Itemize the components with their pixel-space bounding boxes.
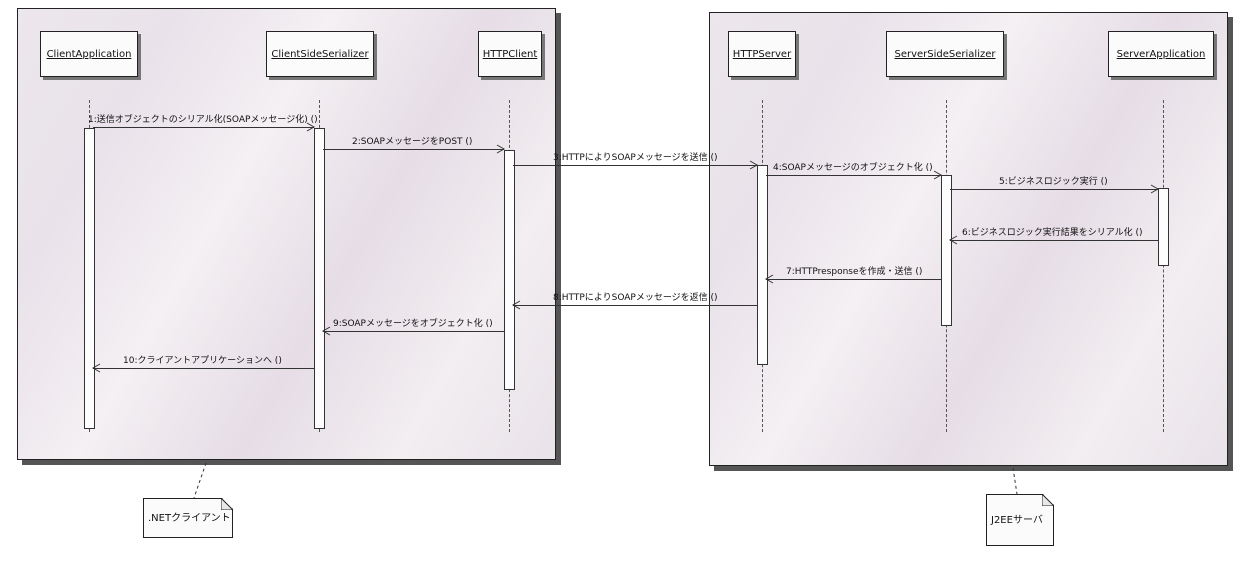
lifeline-server-application bbox=[1163, 100, 1164, 432]
object-http-server: HTTPServer bbox=[728, 31, 796, 77]
note-connector-server bbox=[1012, 467, 1018, 495]
activation-server-application bbox=[1158, 188, 1169, 266]
note-server-fold bbox=[1042, 494, 1054, 506]
activation-server-side-serializer bbox=[941, 175, 952, 326]
message-7-label: 7:HTTPresponseを作成・送信 () bbox=[786, 267, 923, 277]
message-5-line bbox=[950, 189, 1158, 190]
object-server-side-serializer: ServerSideSerializer bbox=[886, 31, 1004, 77]
note-client-text: .NETクライアント bbox=[148, 513, 231, 524]
note-client: .NETクライアント bbox=[143, 498, 233, 538]
arrowhead-2 bbox=[496, 144, 506, 154]
activation-client-application bbox=[84, 128, 95, 429]
message-7-line bbox=[766, 279, 941, 280]
arrowhead-7 bbox=[764, 274, 774, 284]
message-10-line bbox=[93, 368, 314, 369]
server-frame bbox=[709, 12, 1228, 466]
message-4-line bbox=[766, 175, 941, 176]
arrowhead-4 bbox=[933, 170, 943, 180]
message-1-label: 1:送信オブジェクトのシリアル化(SOAPメッセージ化) () bbox=[88, 115, 318, 125]
arrowhead-10 bbox=[91, 363, 101, 373]
client-frame bbox=[17, 8, 556, 460]
note-connector-client bbox=[193, 462, 207, 499]
message-1-line bbox=[93, 127, 314, 128]
note-server-text: J2EEサーバ bbox=[991, 515, 1043, 526]
message-8-label: 8:HTTPによりSOAPメッセージを返信 () bbox=[553, 293, 718, 303]
note-client-fold bbox=[221, 498, 233, 510]
activation-http-client bbox=[504, 150, 515, 390]
arrowhead-3 bbox=[749, 160, 759, 170]
arrowhead-9 bbox=[321, 326, 331, 336]
message-4-label: 4:SOAPメッセージのオブジェクト化 () bbox=[773, 163, 933, 173]
arrowhead-8 bbox=[511, 300, 521, 310]
arrowhead-6 bbox=[948, 235, 958, 245]
message-10-label: 10:クライアントアプリケーションへ () bbox=[123, 356, 282, 366]
object-server-application: ServerApplication bbox=[1108, 31, 1214, 77]
message-6-line bbox=[950, 240, 1158, 241]
message-6-label: 6:ビジネスロジック実行結果をシリアル化 () bbox=[962, 228, 1143, 238]
message-5-label: 5:ビジネスロジック実行 () bbox=[999, 177, 1108, 187]
message-9-line bbox=[323, 331, 504, 332]
object-http-client: HTTPClient bbox=[478, 31, 542, 77]
activation-http-server bbox=[757, 165, 768, 365]
object-client-application: ClientApplication bbox=[40, 31, 138, 77]
message-2-line bbox=[323, 149, 504, 150]
arrowhead-1 bbox=[306, 122, 316, 132]
activation-client-side-serializer bbox=[314, 128, 325, 429]
message-3-line bbox=[513, 165, 757, 166]
message-9-label: 9:SOAPメッセージをオブジェクト化 () bbox=[333, 319, 493, 329]
object-client-side-serializer: ClientSideSerializer bbox=[266, 31, 374, 77]
message-2-label: 2:SOAPメッセージをPOST () bbox=[352, 137, 473, 147]
message-8-line bbox=[513, 305, 757, 306]
arrowhead-5 bbox=[1150, 184, 1160, 194]
message-3-label: 3:HTTPによりSOAPメッセージを送信 () bbox=[553, 153, 718, 163]
